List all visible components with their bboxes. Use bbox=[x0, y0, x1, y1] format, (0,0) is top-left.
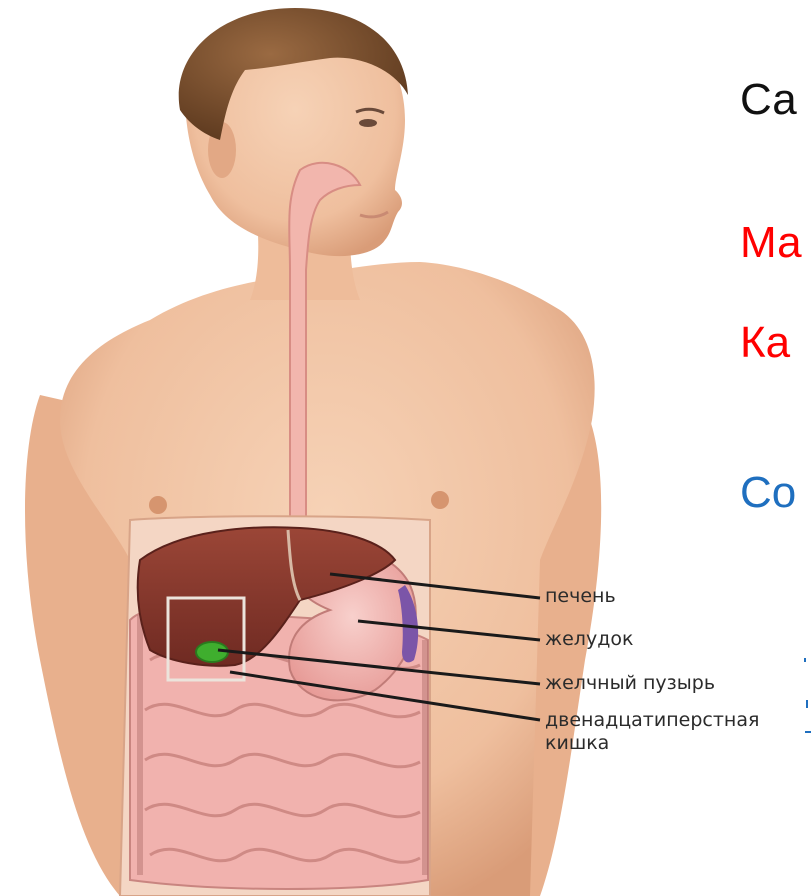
label-stomach: желудок bbox=[545, 628, 633, 650]
label-duodenum-line2: кишка bbox=[545, 732, 609, 754]
left-nipple bbox=[149, 496, 167, 514]
edge-marks bbox=[775, 640, 812, 740]
right-nipple bbox=[431, 491, 449, 509]
label-liver: печень bbox=[545, 585, 616, 607]
slide-text-line3: Ка bbox=[740, 318, 790, 368]
label-gallbladder: желчный пузырь bbox=[545, 672, 715, 694]
label-duodenum-line1: двенадцатиперстная bbox=[545, 709, 759, 731]
slide-text-line4: Со bbox=[740, 468, 796, 518]
slide-text-line1: Са bbox=[740, 75, 797, 125]
slide-text-line2: Ма bbox=[740, 218, 802, 268]
